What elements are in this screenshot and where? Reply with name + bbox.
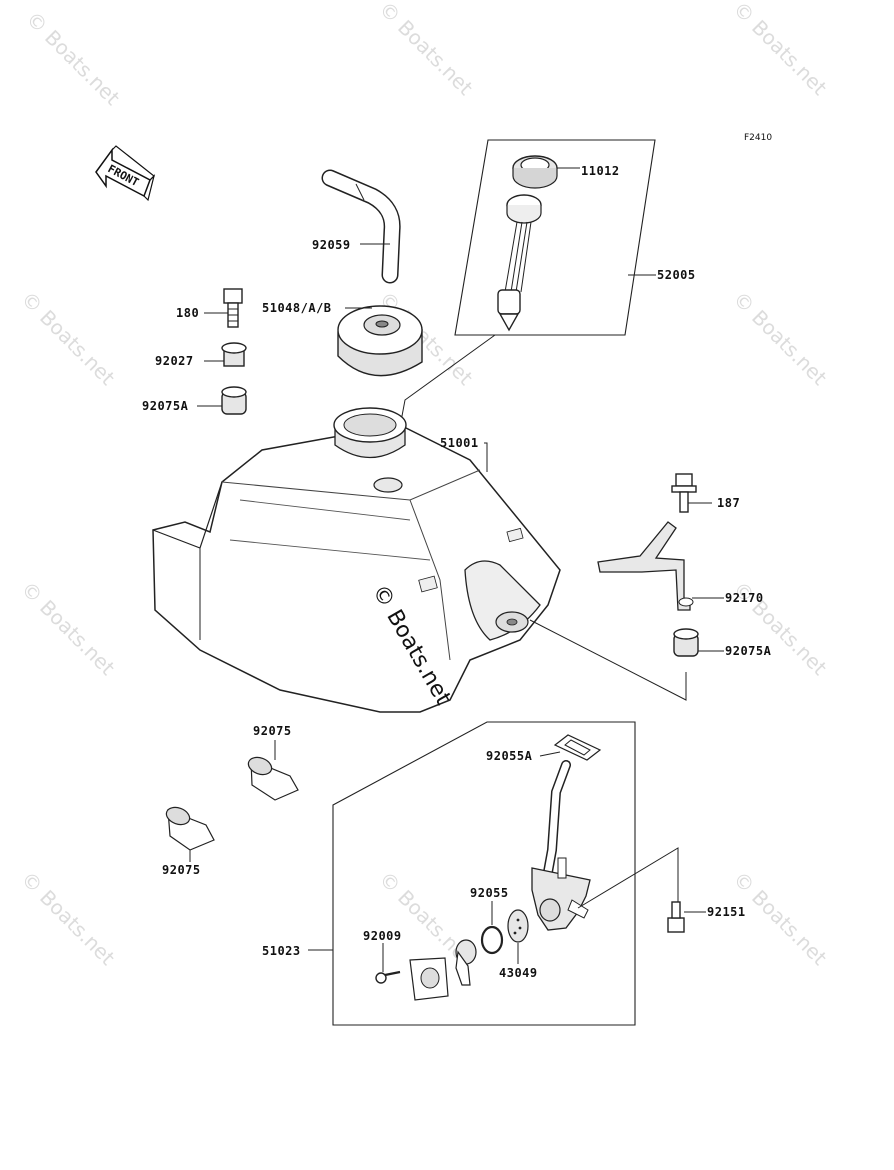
screw-92009: [375, 970, 401, 984]
label-180: 180: [176, 306, 199, 320]
collar-92075-upper: [247, 756, 299, 801]
fuel-cock-plate: [409, 957, 449, 1001]
label-92055: 92055: [470, 886, 509, 900]
watermark-text: © Boats.net: [16, 287, 119, 390]
label-11012: 11012: [581, 164, 620, 178]
watermark-text: © Boats.net: [728, 287, 831, 390]
collar-92027: [221, 342, 247, 367]
label-52005: 52005: [657, 268, 696, 282]
o-ring-92055: [480, 925, 504, 955]
fuel-cock-body: [531, 857, 591, 931]
fuel-gauge-sender-52005: [497, 194, 542, 332]
breather-hose-92059: [321, 169, 401, 284]
watermark-text: © Boats.net: [21, 7, 124, 110]
watermark-text: © Boats.net: [728, 0, 831, 100]
label-51001: 51001: [440, 436, 479, 450]
bracket-92170: [597, 521, 694, 611]
label-92151: 92151: [707, 905, 746, 919]
label-92075-upper: 92075: [253, 724, 292, 738]
label-92009: 92009: [363, 929, 402, 943]
label-187: 187: [717, 496, 740, 510]
label-92075a-right: 92075A: [725, 644, 772, 658]
bolt-187: [671, 473, 697, 513]
leader-tank-to-damper: [529, 619, 687, 701]
labels: 11012 52005 92059 180 51048/A/B 92027 92…: [142, 164, 772, 980]
watermark-text: © Boats.net: [16, 577, 119, 680]
fuel-cap-51048: [337, 305, 423, 377]
watermark-text: © Boats.net: [374, 0, 477, 100]
label-51048: 51048/A/B: [262, 301, 332, 315]
valve-plate-43049: [507, 909, 529, 943]
bolt-92151: [667, 901, 685, 933]
gasket-92055a: [553, 734, 602, 761]
label-92059: 92059: [312, 238, 351, 252]
label-51023: 51023: [262, 944, 301, 958]
leader-cock-to-bolt: [577, 847, 679, 909]
damper-92075a-right: [673, 628, 699, 657]
figure-code: F2410: [744, 133, 772, 143]
damper-92075a-left: [221, 386, 247, 415]
collar-92075-lower: [165, 806, 215, 851]
kit-box-52005: [454, 139, 656, 336]
fuel-tank-51001: [152, 407, 561, 713]
fuel-cock-pipe: [543, 760, 571, 877]
fuel-cock-lever: [455, 939, 477, 986]
front-arrow-icon: FRONT: [95, 145, 156, 202]
label-43049: 43049: [499, 966, 538, 980]
watermark-text: © Boats.net: [16, 867, 119, 970]
label-92075a-left: 92075A: [142, 399, 189, 413]
bolt-180: [223, 288, 243, 328]
label-92170: 92170: [725, 591, 764, 605]
label-92075-lower: 92075: [162, 863, 201, 877]
label-92027: 92027: [155, 354, 194, 368]
gasket-11012: [512, 155, 558, 189]
label-92055a: 92055A: [486, 749, 533, 763]
